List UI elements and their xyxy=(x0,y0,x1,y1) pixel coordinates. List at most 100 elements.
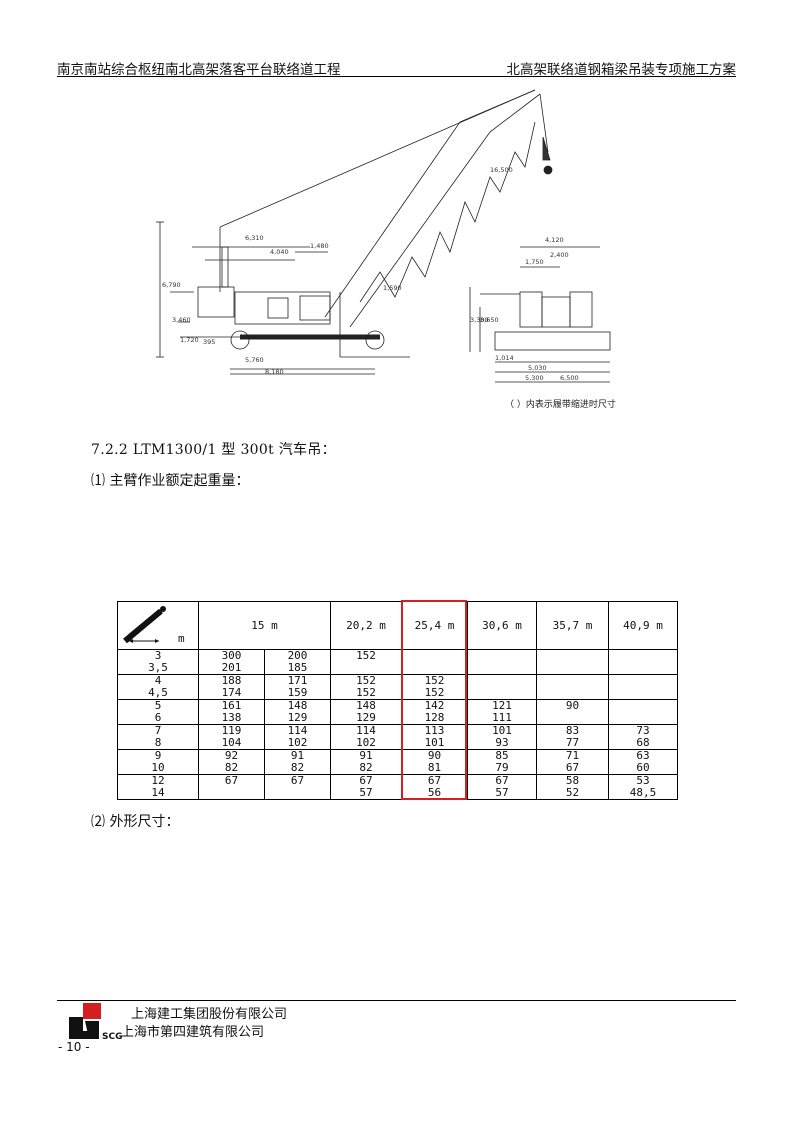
cell-value: 82 xyxy=(359,760,373,774)
cell-value: 129 xyxy=(287,710,308,724)
cell-value: 200 xyxy=(287,649,308,662)
cell-value: 57 xyxy=(359,785,373,799)
dimension-label: 4,120 xyxy=(545,236,564,244)
cell-value: 67 xyxy=(565,760,580,774)
cell-value: 67 xyxy=(224,774,239,787)
header-left: 南京南站综合枢纽南北高架落客平台联络道工程 xyxy=(57,62,341,78)
cell-value: 129 xyxy=(356,710,376,724)
col-header-35-7: 35,7 m xyxy=(536,601,609,650)
cell-value: 90 xyxy=(427,749,442,762)
cell-value: 102 xyxy=(287,735,308,749)
dimension-label: 1,590 xyxy=(383,284,402,292)
cell-value: 148 xyxy=(356,699,376,712)
capacity-cell: 90 xyxy=(536,699,609,725)
dimension-label: 3,650 xyxy=(480,316,499,324)
capacity-cell xyxy=(401,649,468,675)
dimension-label: 1,720 xyxy=(180,336,199,344)
cell-value: 101 xyxy=(492,724,512,737)
cell-value: 85 xyxy=(495,749,509,762)
capacity-cell xyxy=(608,699,678,725)
dimension-label: 3,460 xyxy=(172,316,191,324)
cell-value: 6 xyxy=(154,710,162,724)
highlight-box xyxy=(401,600,467,800)
load-chart-table: m 15 m 20,2 m 25,4 m 30,6 m 35,7 m 40,9 … xyxy=(117,601,678,800)
col-header-15: 15 m xyxy=(198,601,331,650)
capacity-cell: 152 xyxy=(330,649,402,675)
cell-value: 114 xyxy=(287,724,308,737)
corner-unit: m xyxy=(178,632,185,645)
company-name-1: 上海建工集团股份有限公司 xyxy=(131,1007,288,1022)
cell-value: 142 xyxy=(424,699,445,712)
cell-value: 90 xyxy=(565,699,580,712)
svg-text:SCG: SCG xyxy=(102,1032,122,1041)
footer-rule xyxy=(57,1000,736,1001)
capacity-cell xyxy=(467,649,537,675)
cell-value: 91 xyxy=(290,749,305,762)
cell-value: 12 xyxy=(151,774,165,787)
cell-value: 7 xyxy=(154,724,162,737)
cell-value: 79 xyxy=(495,760,509,774)
cell-value: 148 xyxy=(287,699,308,712)
capacity-cell: 67 xyxy=(198,774,265,800)
dimension-label: 5,760 xyxy=(245,356,264,364)
cell-value: 71 xyxy=(565,749,580,762)
item-1-heading: ⑴ 主臂作业额定起重量： xyxy=(91,473,250,489)
section-title: 7.2.2 LTM1300/1 型 300t 汽车吊： xyxy=(91,442,336,458)
dimension-label: 6,500 xyxy=(560,374,579,382)
cell-value: 14 xyxy=(151,785,165,799)
cell-value: 93 xyxy=(495,735,509,749)
cell-value: 152 xyxy=(356,685,376,699)
dimension-label: 5,030 xyxy=(528,364,547,372)
cell-value: 52 xyxy=(565,785,580,799)
cell-value: 121 xyxy=(492,699,512,712)
cell-value: 159 xyxy=(287,685,308,699)
cell-value: 152 xyxy=(424,685,445,699)
cell-value: 102 xyxy=(356,735,376,749)
cell-value: 56 xyxy=(427,785,442,799)
cell-value: 63 xyxy=(636,749,650,762)
col-header-40-9: 40,9 m xyxy=(608,601,678,650)
cell-value: 67 xyxy=(359,774,373,787)
cell-value: 113 xyxy=(424,724,445,737)
dimension-label: 395 xyxy=(203,338,215,346)
cell-value: 91 xyxy=(359,749,373,762)
capacity-cell xyxy=(467,674,537,700)
col-header-30-6: 30,6 m xyxy=(467,601,537,650)
dimension-label: 3,300 xyxy=(470,316,489,324)
col-header-20-2: 20,2 m xyxy=(330,601,402,650)
cell-value: 300 xyxy=(221,649,242,662)
cell-value: 174 xyxy=(221,685,242,699)
cell-value: 3 xyxy=(154,649,162,662)
capacity-cell xyxy=(536,649,609,675)
cell-value: 67 xyxy=(290,774,305,787)
corner-cell: m xyxy=(117,601,199,650)
cell-value: 4 xyxy=(154,674,162,687)
dimension-label: 1,480 xyxy=(310,242,329,250)
cell-value: 68 xyxy=(636,735,650,749)
cell-value: 161 xyxy=(221,699,242,712)
cell-value: 77 xyxy=(565,735,580,749)
item-2-heading: ⑵ 外形尺寸： xyxy=(91,814,180,830)
